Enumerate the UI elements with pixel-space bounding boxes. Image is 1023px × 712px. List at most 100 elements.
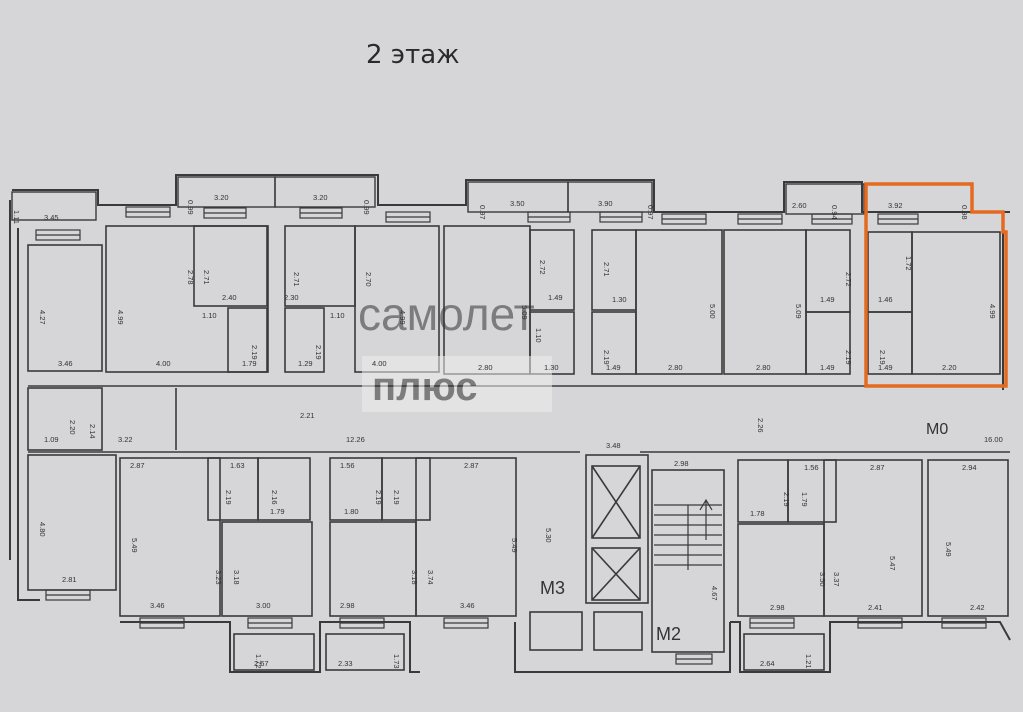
outer-walls [9, 174, 1011, 673]
dimension-label: 3.22 [118, 435, 133, 444]
dimension-label: 2.87 [870, 463, 885, 472]
dimension-label: 2.19 [224, 490, 233, 505]
dimension-label: 2.72 [538, 260, 547, 275]
dimension-label: 2.14 [88, 424, 97, 439]
dimension-label: 2.20 [942, 363, 957, 372]
dimension-label: 2.80 [478, 363, 493, 372]
dimension-label: 1.29 [298, 359, 313, 368]
dimension-label: 3.45 [44, 213, 59, 222]
dimension-label: 16.00 [984, 435, 1003, 444]
dimension-label: 4.67 [710, 586, 719, 601]
dimension-label: 4.99 [988, 304, 997, 319]
dimension-label: 4.80 [38, 522, 47, 537]
dimension-label: 3.46 [460, 601, 475, 610]
dimension-label: 1.56 [804, 463, 819, 472]
dimension-label: 3.37 [832, 572, 841, 587]
dimension-label: 2.80 [756, 363, 771, 372]
watermark-text-1: самолет [358, 288, 535, 340]
dimension-label: 2.70 [364, 272, 373, 287]
dimension-label: 1.79 [242, 359, 257, 368]
dimension-label: 2.42 [970, 603, 985, 612]
dimension-label: 2.41 [868, 603, 883, 612]
dimension-label: 5.47 [888, 556, 897, 571]
dimension-label: 2.30 [284, 293, 299, 302]
dimension-label: 0.98 [960, 205, 969, 220]
floor-title: 2 этаж [366, 40, 460, 70]
dimension-label: 1.11 [12, 210, 21, 224]
dimension-label: 0.94 [830, 205, 839, 220]
dimension-label: 1.49 [820, 295, 835, 304]
dimension-label: 1.10 [202, 311, 217, 320]
watermark-badge [362, 356, 552, 412]
dimension-label: 2.87 [464, 461, 479, 470]
bottom-rooms [27, 454, 1009, 671]
dimension-label: 2.33 [338, 659, 353, 668]
dimension-label: 3.00 [256, 601, 271, 610]
dimension-label: 3.23 [214, 570, 223, 585]
dimension-label: 5.49 [130, 538, 139, 553]
dimension-label: 3.20 [313, 193, 328, 202]
dimension-label: 1.78 [750, 509, 765, 518]
dimension-label: 2.19 [844, 350, 853, 365]
dimension-label: 3.18 [232, 570, 241, 585]
dimension-label: 4.27 [38, 310, 47, 325]
dimension-label: 2.94 [962, 463, 977, 472]
dimension-label: 1.80 [344, 507, 359, 516]
dimension-label: 0.99 [362, 200, 371, 215]
dimension-label: 0.97 [646, 205, 655, 220]
dimension-label: 2.40 [222, 293, 237, 302]
dimension-label: 5.09 [520, 305, 529, 320]
dimension-label: 2.72 [844, 272, 853, 287]
dimension-label: 2.19 [392, 490, 401, 505]
dimension-label: 1.72 [904, 256, 913, 271]
dimension-label: 2.78 [186, 270, 195, 285]
dimension-label: 4.00 [156, 359, 171, 368]
dimension-label: 2.19 [782, 492, 791, 507]
dimension-label: 4.99 [116, 310, 125, 325]
dimension-label: 5.00 [708, 304, 717, 319]
dimension-label: 3.50 [818, 572, 827, 587]
balconies-top [11, 176, 865, 221]
dimension-label: 1.49 [548, 293, 563, 302]
dimension-label: 2.71 [202, 270, 211, 285]
dimension-label: 3.20 [214, 193, 229, 202]
dimension-label: 0.97 [478, 205, 487, 220]
dimension-label: 0.99 [186, 200, 195, 215]
dimension-label: 3.18 [410, 570, 419, 585]
watermark-text-2: плюс [372, 365, 477, 409]
dimension-label: 4.99 [398, 310, 407, 325]
dimension-label: 1.21 [804, 654, 813, 669]
dimension-label: 5.09 [794, 304, 803, 319]
dimension-label: 2.80 [668, 363, 683, 372]
dimension-label: 3.48 [606, 441, 621, 450]
stair-steps [654, 498, 722, 570]
dimension-label: 1.73 [392, 654, 401, 669]
stair-elevator-core [529, 454, 725, 653]
highlighted-apartment[interactable] [864, 182, 1008, 388]
watermark: самолет плюс [358, 288, 552, 412]
dimension-label: 2.26 [756, 418, 765, 433]
dimension-label: 2.67 [254, 659, 269, 668]
dimension-label: 2.19 [602, 350, 611, 365]
dimension-label: 2.98 [340, 601, 355, 610]
dimension-label: 2.98 [770, 603, 785, 612]
dimension-label: 2.19 [878, 350, 887, 365]
marker-m0: М0 [926, 421, 948, 438]
dimension-label: 4.00 [372, 359, 387, 368]
dimension-label: 1.30 [612, 295, 627, 304]
dimension-label: 1.09 [44, 435, 59, 444]
dimension-label: 1.10 [534, 328, 543, 343]
dimension-label: 1.72 [254, 654, 263, 669]
dimension-label: 2.71 [602, 262, 611, 277]
dimension-label: 1.63 [230, 461, 245, 470]
dimension-label: 1.46 [878, 295, 893, 304]
dimension-label: 3.74 [426, 570, 435, 585]
dimension-label: 5.49 [510, 538, 519, 553]
dimension-label: 3.46 [150, 601, 165, 610]
dimension-label: 1.79 [270, 507, 285, 516]
dimension-label: 2.19 [314, 345, 323, 360]
dimension-label: 2.64 [760, 659, 775, 668]
dimension-label: 2.16 [270, 490, 279, 505]
